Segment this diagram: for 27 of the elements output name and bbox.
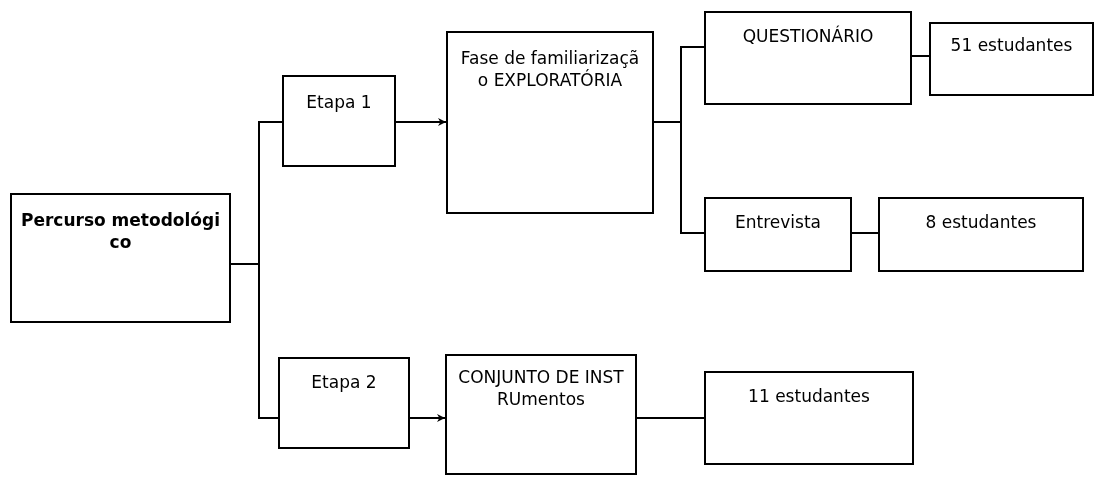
box-label: Etapa 1 <box>306 91 372 113</box>
process-box <box>704 371 914 465</box>
process-box <box>445 354 637 475</box>
box-label: 51 estudantes <box>950 34 1073 56</box>
process-box <box>282 75 396 167</box>
arrow <box>395 118 447 126</box>
process-box <box>704 197 852 272</box>
box-label: QUESTIONÁRIO <box>742 25 874 47</box>
process-box <box>10 193 231 323</box>
process-box <box>878 197 1084 272</box>
connector-line <box>636 417 705 419</box>
box-label: CONJUNTO DE INSTRUmentos <box>457 366 625 410</box>
box-label: Percurso metodológico <box>20 209 221 253</box>
box-label: Entrevista <box>735 211 821 233</box>
box-label: 8 estudantes <box>925 211 1037 233</box>
box-label: 11 estudantes <box>748 385 870 407</box>
process-box <box>929 22 1094 96</box>
process-box <box>704 11 912 105</box>
box-label: Fase de familiarização EXPLORATÓRIA <box>459 47 641 91</box>
arrow <box>409 414 446 422</box>
box-label: Etapa 2 <box>311 371 377 393</box>
process-box <box>278 357 410 449</box>
connector-line <box>653 121 705 234</box>
connector-line <box>230 263 279 419</box>
connector-line <box>851 232 879 234</box>
process-box <box>446 31 654 214</box>
connector-line <box>911 55 930 57</box>
